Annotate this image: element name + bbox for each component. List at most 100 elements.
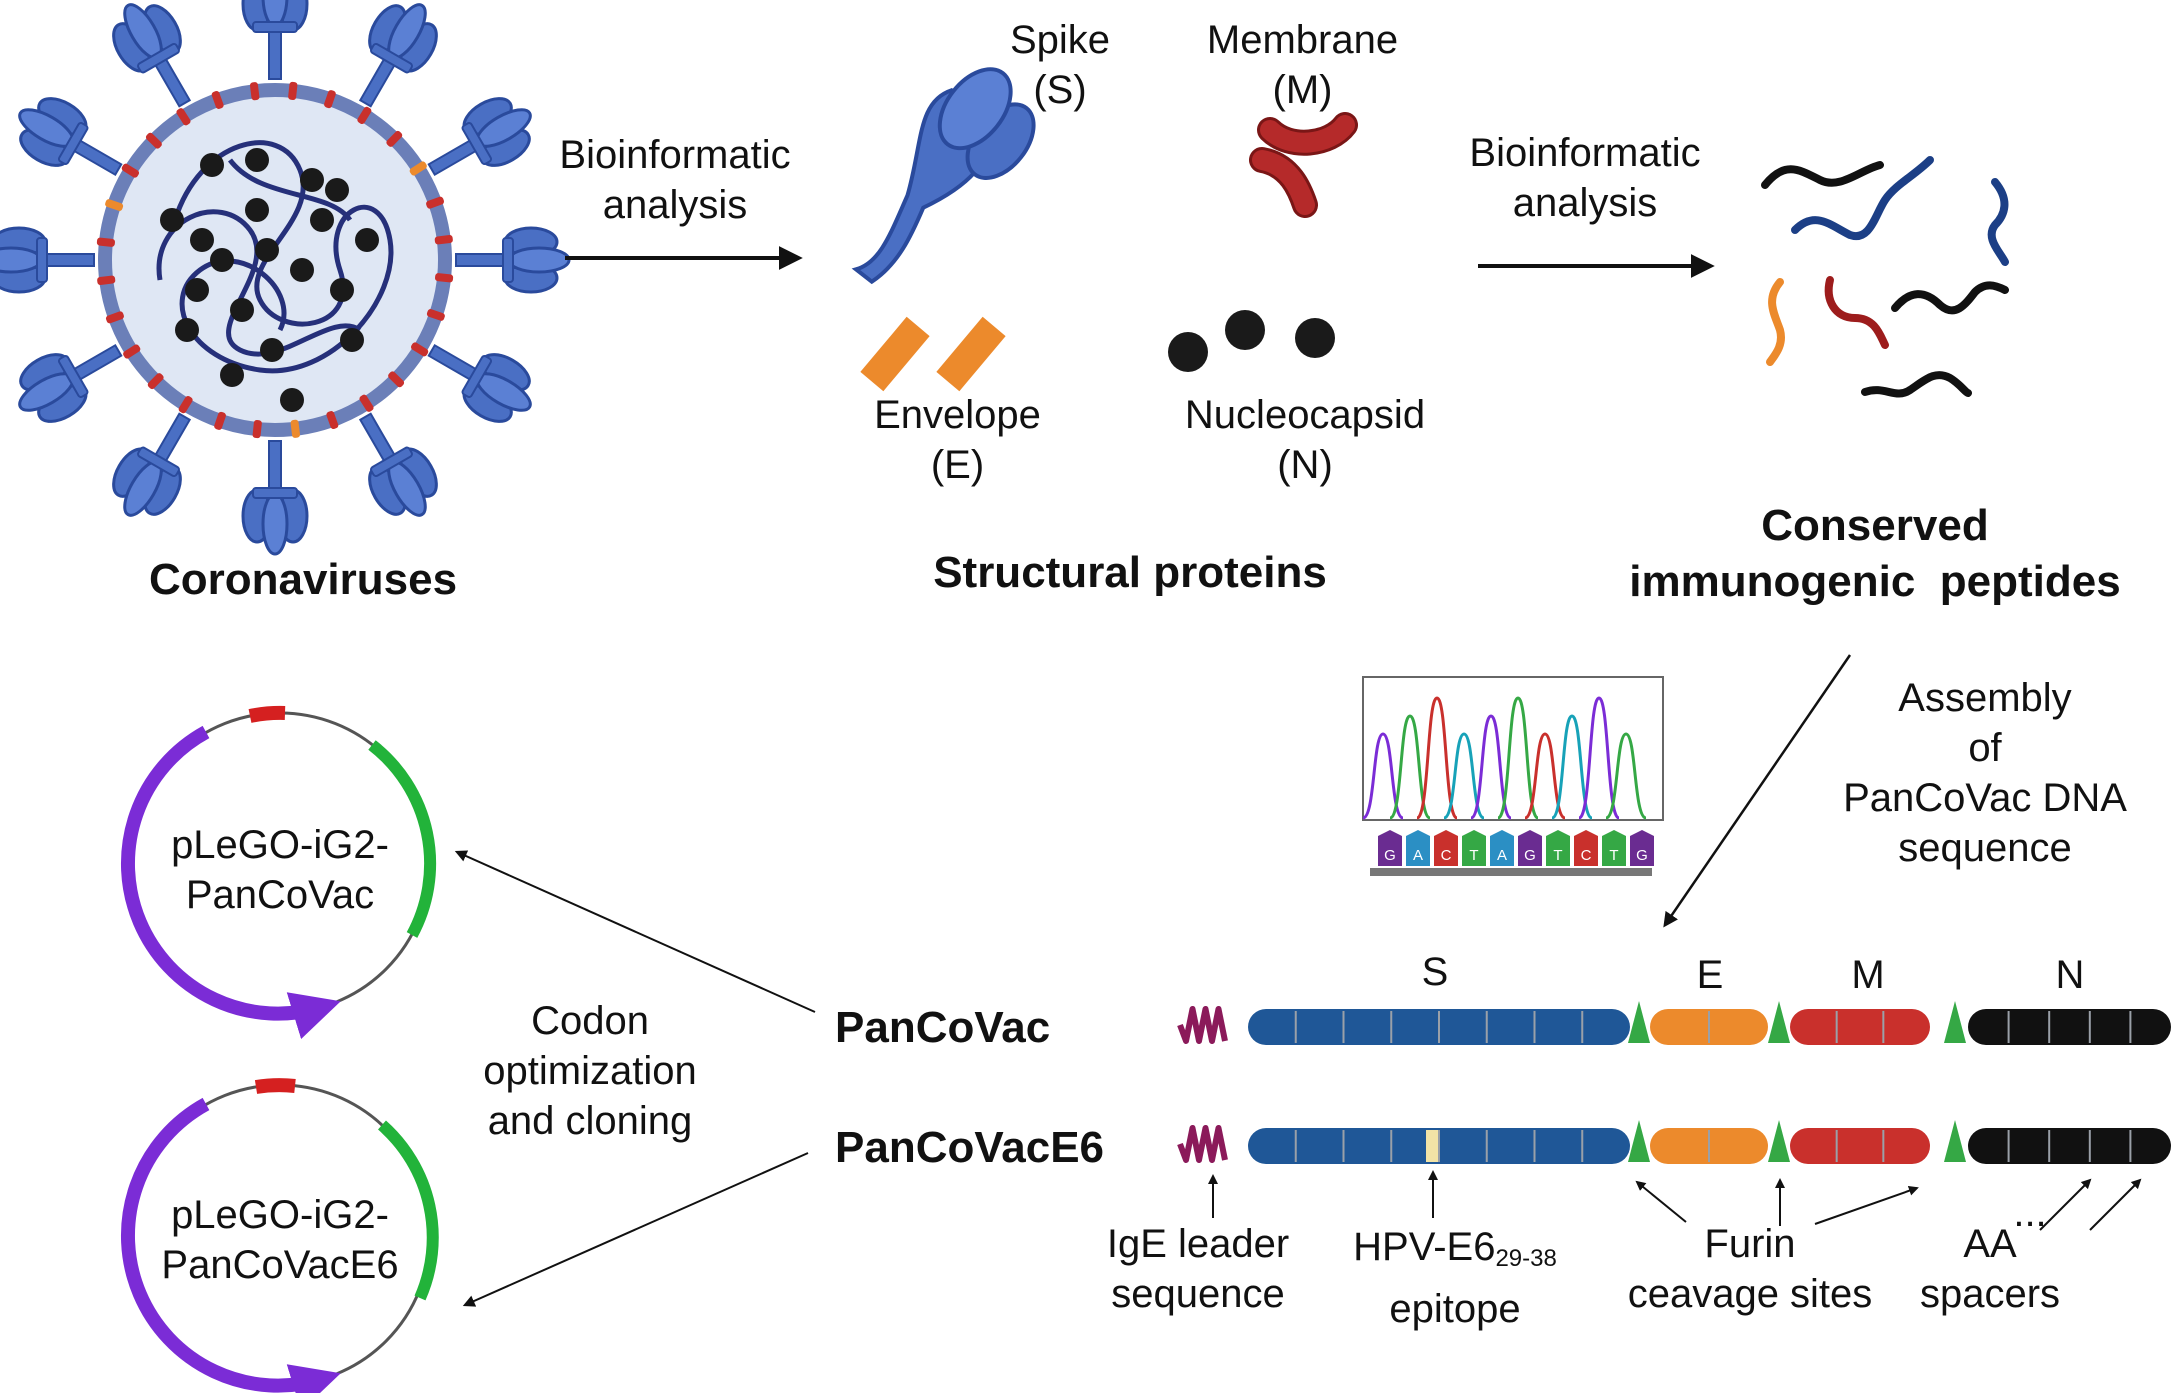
spike-label: Spike (S)	[975, 15, 1145, 115]
base-tile	[1378, 830, 1402, 866]
base-letter: G	[1384, 847, 1396, 864]
nucleocapsid-dot	[245, 148, 269, 172]
furin-site-icon	[1944, 1120, 1966, 1162]
codon-optimization-label: Codon optimization and cloning	[445, 996, 735, 1146]
aa-line-2: spacers	[1919, 1272, 2061, 1316]
base-letter: T	[1469, 847, 1478, 864]
chromatogram-peak	[1443, 732, 1485, 820]
spike-glyph	[2, 321, 136, 437]
segment-n	[1968, 1009, 2171, 1045]
codon-line-1: Codon	[531, 999, 649, 1043]
spike-glyph	[241, 0, 309, 81]
base-letter: A	[1413, 847, 1423, 864]
envelope-line-2: (E)	[930, 443, 985, 487]
nucleocapsid-dot	[185, 278, 209, 302]
hpv-epitope-mark	[1426, 1130, 1438, 1162]
membrane-protein-glyph	[409, 161, 427, 176]
membrane-protein-glyph	[123, 344, 141, 359]
rna-strand	[228, 158, 353, 222]
base-tile	[1462, 830, 1486, 866]
base-tile	[1490, 830, 1514, 866]
chromatogram-peak	[1362, 732, 1404, 820]
membrane-protein-glyph	[214, 411, 226, 430]
spike-glyph	[2, 83, 136, 199]
nucleocapsid-dot	[175, 318, 199, 342]
nucleocapsid-dot	[355, 228, 379, 252]
aa-spacers-label: AA spacers	[1900, 1219, 2080, 1319]
ige-leader-icon	[1177, 1125, 1228, 1163]
plasmid-1	[120, 705, 437, 1040]
construct-2-label: PanCoVacE6	[835, 1123, 1105, 1172]
ige-label: IgE leader sequence	[1078, 1219, 1318, 1319]
hpv-line-2: epitope	[1389, 1287, 1521, 1331]
membrane-protein-glyph	[121, 163, 140, 178]
annotation-arrows	[1208, 1170, 2142, 1231]
nucleocapsid-dot	[300, 168, 324, 192]
assembly-line-1: Assembly	[1898, 676, 2072, 720]
membrane-protein-glyph	[386, 130, 403, 147]
conserved-peptides-label: Conserved immunogenic peptides	[1595, 498, 2155, 610]
spike-glyph	[336, 399, 452, 533]
bioinformatic-1-line-2: analysis	[602, 183, 748, 227]
nucleocapsid-dots	[160, 148, 379, 412]
nucleocapsid-dot	[310, 208, 334, 232]
base-tile	[1602, 830, 1626, 866]
bioinformatic-2-line-2: analysis	[1512, 181, 1658, 225]
chromatogram-peaks	[1362, 696, 1647, 820]
chromatogram-peak	[1551, 714, 1593, 820]
membrane-protein-glyph	[176, 108, 191, 126]
segment-m	[1790, 1009, 1930, 1045]
plasmid-1-line-2: PanCoVac	[185, 873, 375, 917]
segment-label-m: M	[1851, 953, 1885, 997]
membrane-proteins	[96, 81, 454, 439]
furin-label: Furin ceavage sites	[1610, 1219, 1890, 1319]
base-letter: C	[1441, 847, 1452, 864]
furin-site-icon	[1628, 1120, 1650, 1162]
nucleocapsid-dot	[340, 328, 364, 352]
bioinformatic-2-line-1: Bioinformatic	[1469, 131, 1701, 175]
envelope-label: Envelope (E)	[855, 390, 1060, 490]
base-letter: T	[1609, 847, 1618, 864]
bioinformatic-label-1: Bioinformatic analysis	[520, 130, 830, 230]
membrane-protein-glyph	[105, 311, 124, 324]
plasmid-2-line-1: pLeGO-iG2-	[171, 1193, 389, 1237]
membrane-protein-glyph	[145, 132, 162, 149]
nucleocapsid-dot	[230, 298, 254, 322]
chromatogram-peak	[1605, 732, 1647, 820]
furin-site-icon	[1628, 1001, 1650, 1043]
pancovac-construct	[1177, 1001, 2171, 1045]
furin-line-2: ceavage sites	[1627, 1272, 1873, 1316]
peptides-icon	[1761, 156, 2009, 398]
plasmid-1-line-1: pLeGO-iG2-	[171, 823, 389, 867]
membrane-protein-glyph	[178, 395, 193, 414]
membrane-protein-glyph	[324, 90, 336, 109]
aa-line-1: AA	[1963, 1222, 2017, 1266]
spike-glyph	[241, 439, 309, 556]
furin-line-1: Furin	[1704, 1222, 1796, 1266]
coronaviruses-label: Coronaviruses	[148, 555, 458, 604]
membrane-protein-glyph	[252, 419, 262, 439]
furin-site-icon	[1768, 1120, 1790, 1162]
membrane-icon	[1249, 112, 1358, 218]
spike-glyph	[98, 0, 214, 121]
ige-line-2: sequence	[1111, 1272, 1285, 1316]
membrane-line-1: Membrane	[1206, 18, 1399, 62]
membrane-protein-glyph	[434, 234, 453, 245]
nucleocapsid-dot	[255, 238, 279, 262]
base-tile	[1630, 830, 1654, 866]
base-letter: A	[1497, 847, 1507, 864]
membrane-protein-glyph	[211, 90, 224, 109]
base-tile	[1434, 830, 1458, 866]
furin-site-icon	[1768, 1001, 1790, 1043]
membrane-line-2: (M)	[1272, 68, 1333, 112]
envelope-line-1: Envelope	[874, 393, 1041, 437]
chromatogram-peak	[1389, 714, 1431, 820]
membrane-protein-glyph	[96, 237, 116, 247]
plasmid-1-label: pLeGO-iG2- PanCoVac	[135, 820, 425, 920]
base-tile	[1546, 830, 1570, 866]
plasmid-2-label: pLeGO-iG2- PanCoVacE6	[135, 1190, 425, 1290]
hpv-main: HPV-E6	[1353, 1225, 1496, 1269]
base-tile	[1518, 830, 1542, 866]
base-tile	[1574, 830, 1598, 866]
